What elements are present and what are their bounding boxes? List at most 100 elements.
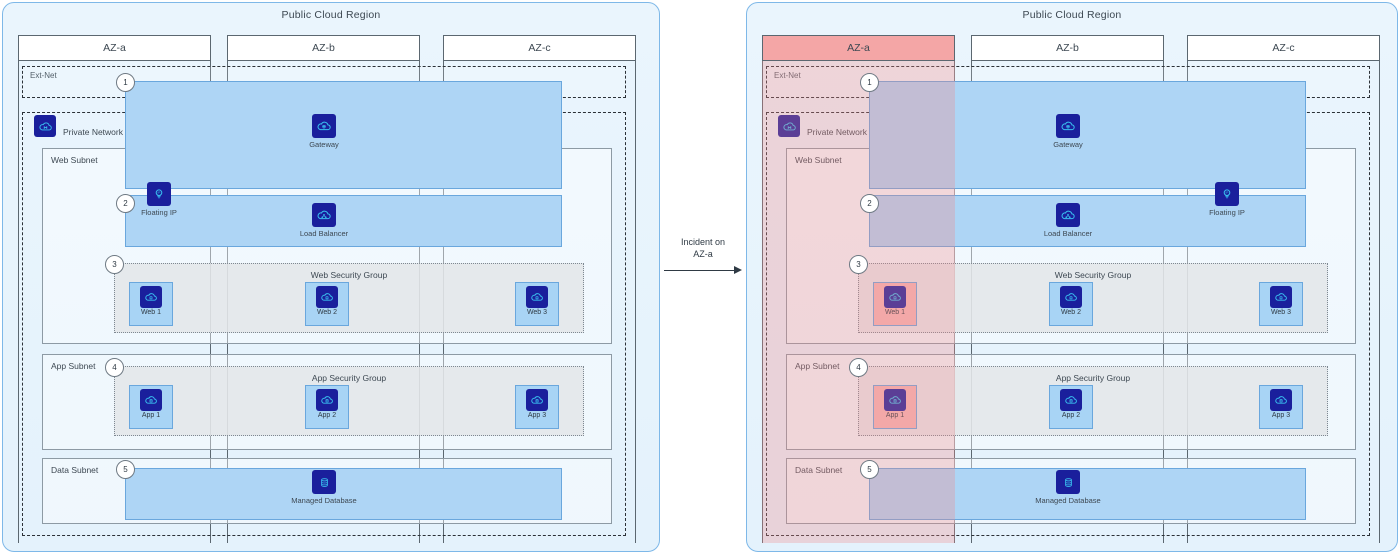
managed-database-label-after: Managed Database — [1035, 496, 1101, 505]
web-security-group-before: Web Security Group — [114, 263, 584, 333]
gateway-node-after[interactable]: Gateway — [1033, 114, 1103, 149]
callout-text: 1 — [123, 78, 128, 87]
managed-database-node-after[interactable]: Managed Database — [1033, 470, 1103, 505]
az-label-b-after: AZ-b — [1056, 42, 1079, 54]
az-label-b-before: AZ-b — [312, 42, 335, 54]
callout-marker-2-before[interactable]: 2 — [116, 194, 135, 213]
callout-marker-3-before[interactable]: 3 — [105, 255, 124, 274]
app-node-2-label-after: App 2 — [1061, 412, 1081, 419]
managed-database-label-before: Managed Database — [291, 496, 357, 505]
app-node-1-label-before: App 1 — [141, 412, 161, 419]
app-node-3-after[interactable]: App 3 — [1259, 385, 1303, 429]
callout-text: 5 — [123, 465, 128, 474]
panel-after: Public Cloud Region AZ-a AZ-b AZ-c Ext-N… — [746, 2, 1398, 552]
app-node-2-before[interactable]: App 2 — [305, 385, 349, 429]
private-network-icon-after — [778, 115, 800, 137]
web-node-3-after[interactable]: Web 3 — [1259, 282, 1303, 326]
web-subnet-label-after: Web Subnet — [795, 155, 842, 165]
panel-before: Public Cloud Region AZ-a AZ-b AZ-c Ext-N… — [2, 2, 660, 552]
callout-marker-1-before[interactable]: 1 — [116, 73, 135, 92]
az-header-c-before: AZ-c — [443, 35, 636, 61]
app-server-icon — [140, 389, 162, 411]
transition-label-line1: Incident on — [680, 237, 726, 247]
az-label-a-after: AZ-a — [847, 42, 870, 54]
load-balancer-node-before[interactable]: Load Balancer — [289, 203, 359, 238]
callout-text: 4 — [112, 363, 117, 372]
web-node-1-label-after: Web 1 — [884, 309, 906, 316]
callout-text: 2 — [867, 199, 872, 208]
floating-ip-label-after: Floating IP — [1209, 208, 1245, 217]
callout-marker-5-after[interactable]: 5 — [860, 460, 879, 479]
gateway-icon-after — [1056, 114, 1080, 138]
app-server-icon — [1270, 389, 1292, 411]
web-server-icon — [526, 286, 548, 308]
web-node-1-after[interactable]: Web 1 — [873, 282, 917, 326]
az-header-b-before: AZ-b — [227, 35, 420, 61]
az-header-c-after: AZ-c — [1187, 35, 1380, 61]
floating-ip-label-before: Floating IP — [141, 208, 177, 217]
az-header-a-after: AZ-a — [762, 35, 955, 61]
load-balancer-band-before — [125, 195, 562, 247]
az-label-c-before: AZ-c — [528, 42, 551, 54]
web-node-3-label-before: Web 3 — [526, 309, 548, 316]
floating-ip-node-before[interactable]: IP Floating IP — [124, 182, 194, 217]
database-icon-before — [312, 470, 336, 494]
callout-text: 1 — [867, 78, 872, 87]
app-subnet-label-after: App Subnet — [795, 361, 840, 371]
web-server-icon — [1270, 286, 1292, 308]
callout-text: 3 — [856, 260, 861, 269]
gateway-node-before[interactable]: Gateway — [289, 114, 359, 149]
web-server-icon — [140, 286, 162, 308]
az-label-c-after: AZ-c — [1272, 42, 1295, 54]
floating-ip-icon-after: IP — [1215, 182, 1239, 206]
callout-marker-4-before[interactable]: 4 — [105, 358, 124, 377]
app-node-1-after[interactable]: App 1 — [873, 385, 917, 429]
web-server-icon — [1060, 286, 1082, 308]
callout-text: 4 — [856, 363, 861, 372]
callout-marker-1-after[interactable]: 1 — [860, 73, 879, 92]
ext-net-label-after: Ext-Net — [774, 71, 801, 80]
az-column-a-before[interactable]: AZ-a — [18, 35, 211, 543]
web-node-2-label-before: Web 2 — [316, 309, 338, 316]
app-security-group-label-after: App Security Group — [1055, 373, 1131, 383]
web-node-2-before[interactable]: Web 2 — [305, 282, 349, 326]
az-column-c-after[interactable]: AZ-c — [1187, 35, 1380, 543]
transition-arrow: Incident on AZ-a — [660, 236, 746, 296]
svg-text:IP: IP — [158, 191, 161, 195]
load-balancer-icon-after — [1056, 203, 1080, 227]
app-node-1-label-after: App 1 — [885, 412, 905, 419]
web-security-group-label-after: Web Security Group — [1054, 270, 1132, 280]
gateway-icon-before — [312, 114, 336, 138]
app-server-icon — [316, 389, 338, 411]
web-node-2-after[interactable]: Web 2 — [1049, 282, 1093, 326]
region-title-after: Public Cloud Region — [1022, 9, 1122, 21]
app-node-3-label-before: App 3 — [527, 412, 547, 419]
callout-marker-2-after[interactable]: 2 — [860, 194, 879, 213]
web-node-1-before[interactable]: Web 1 — [129, 282, 173, 326]
web-security-group-label-before: Web Security Group — [310, 270, 388, 280]
app-security-group-after: App Security Group — [858, 366, 1328, 436]
managed-database-node-before[interactable]: Managed Database — [289, 470, 359, 505]
az-header-a-before: AZ-a — [18, 35, 211, 61]
web-node-3-before[interactable]: Web 3 — [515, 282, 559, 326]
callout-text: 2 — [123, 199, 128, 208]
gateway-band-after — [869, 81, 1306, 189]
arrow-shaft — [664, 270, 736, 272]
az-header-b-after: AZ-b — [971, 35, 1164, 61]
app-node-1-before[interactable]: App 1 — [129, 385, 173, 429]
load-balancer-node-after[interactable]: Load Balancer — [1033, 203, 1103, 238]
callout-marker-4-after[interactable]: 4 — [849, 358, 868, 377]
floating-ip-node-after[interactable]: IP Floating IP — [1192, 182, 1262, 217]
app-node-3-before[interactable]: App 3 — [515, 385, 559, 429]
az-label-a-before: AZ-a — [103, 42, 126, 54]
callout-marker-5-before[interactable]: 5 — [116, 460, 135, 479]
gateway-label-before: Gateway — [309, 140, 339, 149]
app-node-2-after[interactable]: App 2 — [1049, 385, 1093, 429]
svg-text:IP: IP — [1226, 191, 1229, 195]
app-server-icon — [526, 389, 548, 411]
callout-marker-3-after[interactable]: 3 — [849, 255, 868, 274]
app-node-3-label-after: App 3 — [1271, 412, 1291, 419]
gateway-band-before — [125, 81, 562, 189]
web-node-3-label-after: Web 3 — [1270, 309, 1292, 316]
app-subnet-label-before: App Subnet — [51, 361, 96, 371]
